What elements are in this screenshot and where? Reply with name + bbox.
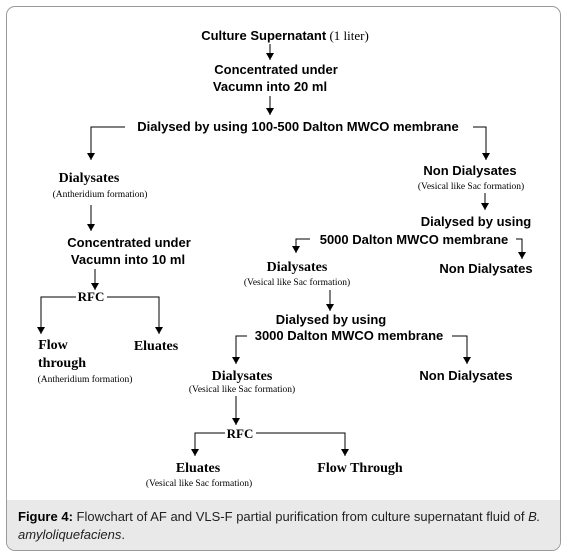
node-dialysed-3000-line2: 3000 Dalton MWCO membrane <box>255 328 444 343</box>
node-dialysed-100-500: Dialysed by using 100-500 Dalton MWCO me… <box>137 119 458 134</box>
node-dialysates-1: Dialysates <box>59 171 120 186</box>
node-dialysates-3-note: (Vesical like Sac formation) <box>189 384 295 395</box>
node-dialysates-2: Dialysates <box>267 260 328 275</box>
caption-background <box>7 500 560 550</box>
node-rfc-1: RFC <box>78 289 105 304</box>
node-non-dialysates-2: Non Dialysates <box>439 261 532 276</box>
node-rfc-2: RFC <box>227 426 254 441</box>
caption-species: B. amyloliquefaciens <box>18 509 541 542</box>
figure-caption: Figure 4: Flowchart of AF and VLS-F part… <box>18 508 558 544</box>
node-concentrated-10ml-line1: Concentrated under <box>67 235 191 250</box>
node-eluates-2: Eluates <box>176 461 221 476</box>
node-non-dialysates-3: Non Dialysates <box>419 368 512 383</box>
node-eluates-2-note: (Vesical like Sac formation) <box>146 478 252 489</box>
arrow-dialysed3000-to-non-dialysates <box>452 335 471 364</box>
figure-frame <box>6 6 561 551</box>
node-dialysed-3000-line1: Dialysed by using <box>276 312 387 327</box>
node-non-dialysates-1-note: (Vesical like Sac formation) <box>418 181 524 192</box>
node-concentrated-10ml-line2: Vacumn into 10 ml <box>71 252 185 267</box>
arrow-dialysed5000-to-dialysates <box>292 238 310 253</box>
node-concentrated-20ml-line1: Concentrated under <box>214 62 338 77</box>
node-dialysates-2-note: (Vesical like Sac formation) <box>244 277 350 288</box>
node-dialysed-5000-line2: 5000 Dalton MWCO membrane <box>320 232 509 247</box>
node-flow-through-1-note: (Antheridium formation) <box>38 374 133 385</box>
node-concentrated-20ml-line2: Vacumn into 20 ml <box>213 79 327 94</box>
arrow-dialysed5000-to-non-dialysates <box>516 238 526 259</box>
arrow-rfc2-to-eluates <box>191 432 225 456</box>
arrow-rfc-to-flow-through <box>37 296 76 334</box>
node-flow-through-1-line1: Flow <box>38 338 68 353</box>
node-non-dialysates-1: Non Dialysates <box>423 163 516 178</box>
arrow-rfc2-to-flow-through <box>256 432 349 456</box>
arrow-dialysed3000-to-dialysates <box>232 335 247 364</box>
caption-label: Figure 4: <box>18 509 73 524</box>
node-dialysates-1-note: (Antheridium formation) <box>53 189 148 200</box>
caption-text: Flowchart of AF and VLS-F partial purifi… <box>72 509 529 524</box>
node-dialysates-3: Dialysates <box>212 369 273 384</box>
arrow-dialysed-to-dialysates <box>87 126 125 160</box>
node-flow-through-1-line2: through <box>38 356 86 371</box>
node-flow-through-2: Flow Through <box>317 461 403 476</box>
node-eluates-1: Eluates <box>134 339 179 354</box>
arrow-dialysed-to-non-dialysates <box>473 126 490 160</box>
node-culture-supernatant: Culture Supernatant (1 liter) <box>201 28 369 43</box>
caption-end: . <box>121 527 125 542</box>
node-dialysed-5000-line1: Dialysed by using <box>421 214 532 229</box>
arrow-rfc-to-eluates <box>107 296 163 334</box>
